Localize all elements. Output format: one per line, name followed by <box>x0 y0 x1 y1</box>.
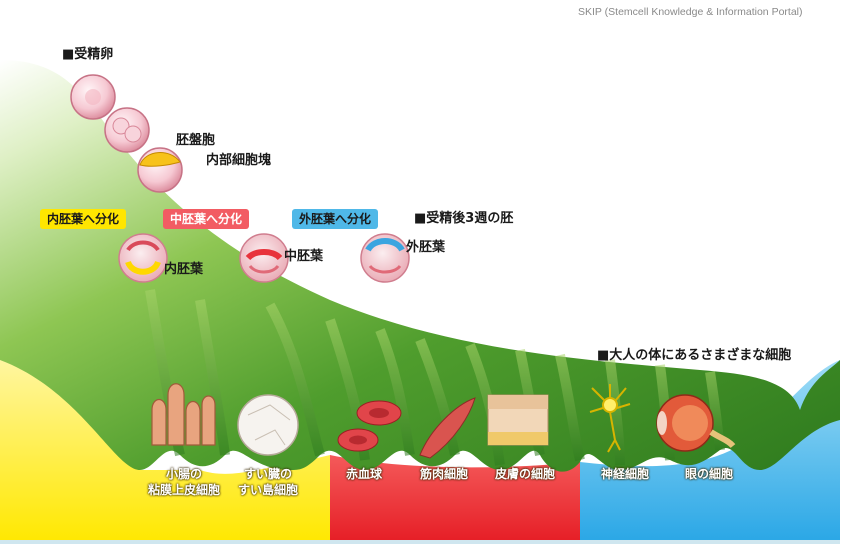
rbc-1-center <box>369 408 389 418</box>
eye-lens <box>657 411 667 435</box>
label-red-blood-cell: 赤血球 <box>345 467 382 481</box>
villus-1 <box>151 398 167 446</box>
muscle-fiber <box>419 397 476 459</box>
optic-nerve <box>709 429 736 449</box>
label-ectoderm: 外胚葉 <box>406 240 446 255</box>
intestine-villi-icon <box>151 383 216 446</box>
label-nerve-cell: 神経細胞 <box>600 467 649 481</box>
red-blood-cell-icon <box>337 400 402 452</box>
mesoderm-embryo-arc <box>248 264 280 274</box>
inner-cell-mass <box>139 152 181 167</box>
endoderm-embryo <box>118 233 168 283</box>
fertilized-egg-nucleus <box>85 89 101 105</box>
label-skin-cell: 皮膚の細胞 <box>494 467 555 481</box>
ridge-2 <box>195 299 230 456</box>
epigenetic-landscape <box>0 60 840 472</box>
ridge-10 <box>605 359 625 466</box>
mesoderm-embryo-body <box>239 233 289 283</box>
mesoderm-region <box>330 455 580 542</box>
ridge-3 <box>265 302 325 457</box>
valley-ridges <box>145 289 725 466</box>
eye-cell-icon <box>656 394 736 452</box>
label-eye-cell: 眼の細胞 <box>684 467 733 481</box>
ridge-5 <box>375 328 415 456</box>
nerve-cell-icon <box>589 384 631 453</box>
mesoderm-embryo-layer <box>245 249 283 261</box>
ridge-6 <box>415 338 460 456</box>
label-endoderm: 内胚葉 <box>164 262 204 277</box>
ectoderm-embryo <box>360 233 410 283</box>
badge-mesoderm-differentiation: 中胚葉へ分化 <box>163 209 250 229</box>
endoderm-embryo-layer <box>125 260 161 275</box>
eyeball-inner <box>672 405 708 441</box>
pancreas-islet-icon <box>237 394 299 456</box>
ridge-9 <box>555 353 585 462</box>
label-pancreas-islet-cell: すい臓の すい島細胞 <box>237 467 298 497</box>
ectoderm-embryo-layer <box>365 238 405 252</box>
badge-ectoderm-differentiation: 外胚葉へ分化 <box>292 209 379 229</box>
islet-cell-lines <box>247 404 291 446</box>
heading-adult-cells: ■大人の体にあるさまざまな細胞 <box>597 348 792 363</box>
cleavage-cell-a <box>112 117 130 135</box>
fertilized-egg-sequence <box>70 74 183 193</box>
label-small-intestine-cell: 小腸の 粘膜上皮細胞 <box>147 467 220 497</box>
label-inner-cell-mass: 内部細胞塊 <box>206 153 272 168</box>
cleavage-cell-b <box>124 125 142 143</box>
baseline-shadow <box>0 540 840 544</box>
neuron-dendrites <box>589 384 631 453</box>
skin-dermis <box>488 432 548 445</box>
badge-endoderm-differentiation: 内胚葉へ分化 <box>40 209 127 229</box>
rbc-2-center <box>349 435 367 445</box>
adult-cells <box>151 383 736 459</box>
heading-fertilized-egg: ■受精卵 <box>62 47 114 62</box>
label-blastocyst: 胚盤胞 <box>176 133 216 148</box>
ridge-12 <box>705 371 725 451</box>
villus-3 <box>185 400 201 446</box>
credit-text: SKIP (Stemcell Knowledge & Information P… <box>578 6 803 18</box>
muscle-cell-icon <box>419 397 476 459</box>
germ-layer-regions <box>0 360 840 544</box>
heading-week3-embryo: ■受精後3週の胚 <box>414 211 514 226</box>
endoderm-embryo-arc <box>126 240 160 252</box>
skin-top <box>488 395 548 409</box>
endoderm-region <box>0 360 330 542</box>
villus-4 <box>201 395 216 446</box>
week3-embryos <box>118 233 410 283</box>
ectoderm-region <box>580 360 840 542</box>
ectoderm-embryo-arc <box>368 264 402 274</box>
villus-2 <box>167 383 185 446</box>
islet-cell <box>237 394 299 456</box>
label-muscle-cell: 筋肉細胞 <box>419 467 468 481</box>
mesoderm-embryo <box>239 233 289 283</box>
label-mesoderm: 中胚葉 <box>284 249 324 264</box>
skin-cell-icon <box>487 394 549 446</box>
neuron-body <box>602 397 618 413</box>
